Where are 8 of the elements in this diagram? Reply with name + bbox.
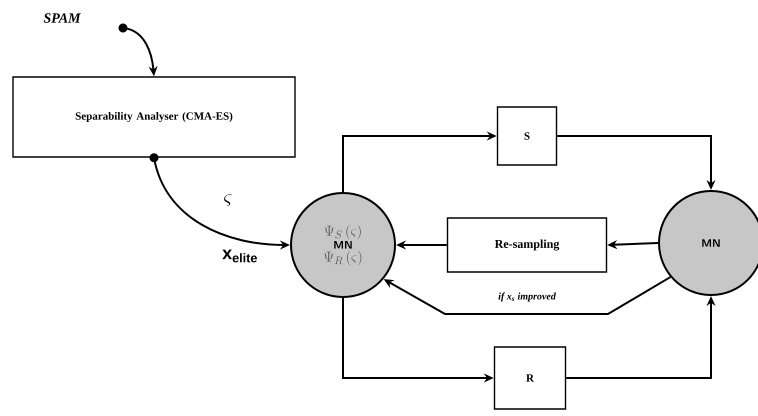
- edge-label: if x$_{s}$ improved: [497, 291, 557, 303]
- edge-symbol: $\varsigma$: [224, 194, 232, 206]
- process-box: Re-sampling: [446, 217, 608, 273]
- edge-symbol: $\mathbf{x}_{\mathbf{elite}}$: [222, 250, 257, 262]
- process-box: S: [496, 106, 558, 166]
- title-label: SPAM: [44, 13, 81, 23]
- process-box: R: [494, 346, 566, 410]
- process-box: Separability Analyser (CMA-ES): [12, 76, 296, 158]
